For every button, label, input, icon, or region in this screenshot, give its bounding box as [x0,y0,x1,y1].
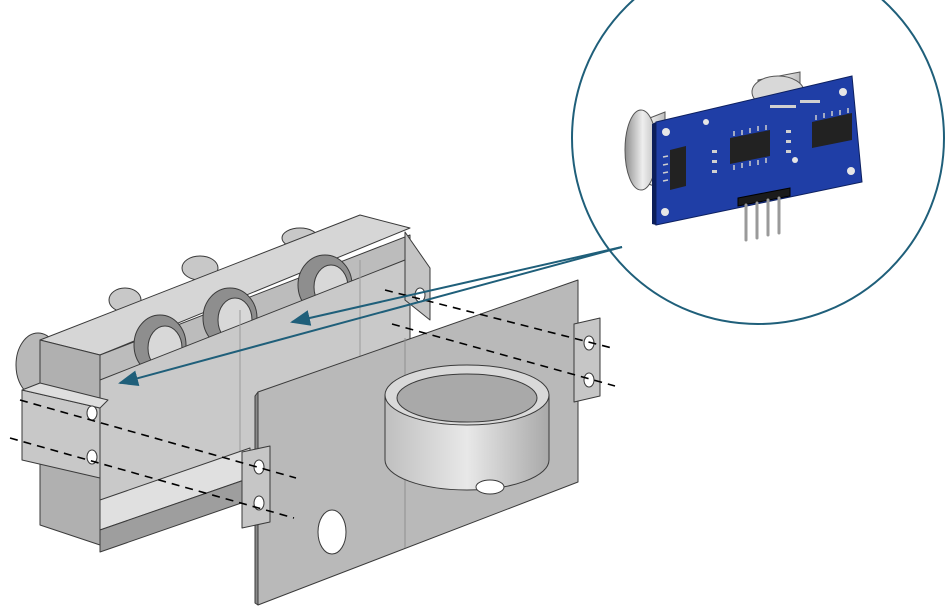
assembly-axis-lines [9,289,616,519]
leader-arrow-lower [118,246,623,387]
axis-line-upper-right [384,289,613,349]
sensor-housing [15,214,431,553]
front-plate [241,279,601,606]
ultrasonic-sensor-module [624,71,863,242]
axis-line-lower-left [9,437,295,519]
axis-line-lower-right [391,323,616,387]
leader-arrow-upper [290,246,623,326]
axis-line-upper-left [19,399,297,479]
callout [118,0,945,387]
